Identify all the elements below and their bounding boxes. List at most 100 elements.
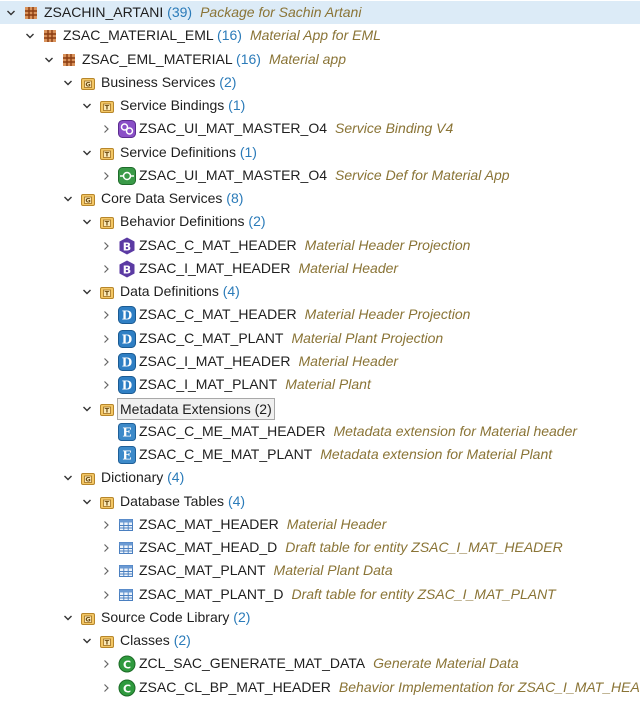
item-description: Service Binding V4 xyxy=(335,120,454,137)
tree-item-label[interactable]: Database Tables (4) xyxy=(120,490,245,513)
chevron-right-icon[interactable] xyxy=(99,676,113,699)
chevron-right-icon[interactable] xyxy=(99,257,113,280)
item-name: ZSAC_C_ME_MAT_PLANT xyxy=(139,446,313,463)
chevron-right-icon[interactable] xyxy=(99,583,113,606)
tree-item-label[interactable]: Behavior Definitions (2) xyxy=(120,210,266,233)
chevron-right-icon[interactable] xyxy=(99,559,113,582)
chevron-down-icon[interactable] xyxy=(23,24,37,47)
item-description: Material Plant xyxy=(285,376,371,393)
tree-item[interactable]: T Service Definitions (1) xyxy=(0,141,640,164)
chevron-right-icon[interactable] xyxy=(99,117,113,140)
chevron-right-icon[interactable] xyxy=(99,513,113,536)
chevron-down-icon[interactable] xyxy=(80,141,94,164)
chevron-down-icon[interactable] xyxy=(42,48,56,71)
chevron-right-icon[interactable] xyxy=(99,164,113,187)
tree-item[interactable]: ZSAC_UI_MAT_MASTER_O4 Service Binding V4 xyxy=(0,117,640,140)
tree-item-label[interactable]: Business Services (2) xyxy=(101,71,236,94)
chevron-down-icon[interactable] xyxy=(61,466,75,489)
tree-item-label[interactable]: Service Definitions (1) xyxy=(120,141,257,164)
chevron-down-icon[interactable] xyxy=(61,187,75,210)
tree-item-label[interactable]: Dictionary (4) xyxy=(101,466,184,489)
tree-item-label[interactable]: ZSACHIN_ARTANI (39)Package for Sachin Ar… xyxy=(44,1,361,24)
chevron-down-icon[interactable] xyxy=(61,606,75,629)
tree-item-label[interactable]: ZSAC_MATERIAL_EML (16)Material App for E… xyxy=(63,24,381,47)
tree-item-label[interactable]: Data Definitions (4) xyxy=(120,280,240,303)
svg-text:B: B xyxy=(123,263,131,276)
tree-item-label[interactable]: ZSAC_UI_MAT_MASTER_O4 Service Binding V4 xyxy=(139,117,453,140)
tree-item-label[interactable]: Source Code Library (2) xyxy=(101,606,250,629)
chevron-down-icon[interactable] xyxy=(80,210,94,233)
chevron-right-icon[interactable] xyxy=(99,373,113,396)
chevron-down-icon[interactable] xyxy=(80,397,94,420)
tree-item[interactable]: ZSACHIN_ARTANI (39)Package for Sachin Ar… xyxy=(0,1,640,25)
tree-item-label[interactable]: Metadata Extensions (2) xyxy=(117,397,275,420)
chevron-right-icon[interactable] xyxy=(99,350,113,373)
chevron-down-icon[interactable] xyxy=(80,280,94,303)
chevron-right-icon[interactable] xyxy=(99,303,113,326)
item-name: ZSAC_UI_MAT_MASTER_O4 xyxy=(139,120,328,137)
tree-item-label[interactable]: ZSAC_EML_MATERIAL (16)Material app xyxy=(82,48,346,71)
item-count: (2) xyxy=(254,400,272,417)
chevron-right-icon[interactable] xyxy=(99,652,113,675)
chevron-down-icon[interactable] xyxy=(4,1,18,24)
tree-item-label[interactable]: Service Bindings (1) xyxy=(120,94,245,117)
svg-text:D: D xyxy=(122,355,132,369)
item-count: (1) xyxy=(228,97,246,114)
chevron-right-icon[interactable] xyxy=(99,327,113,350)
item-description: Material Plant Projection xyxy=(291,329,444,346)
chevron-right-icon[interactable] xyxy=(99,536,113,559)
tree-item-label[interactable]: Core Data Services (8) xyxy=(101,187,243,210)
chevron-down-icon[interactable] xyxy=(80,490,94,513)
tree-item-label[interactable]: Classes (2) xyxy=(120,629,191,652)
chevron-down-icon[interactable] xyxy=(61,71,75,94)
item-name: ZCL_SAC_GENERATE_MAT_DATA xyxy=(139,655,366,672)
chevron-down-icon[interactable] xyxy=(80,629,94,652)
chevron-right-icon[interactable] xyxy=(99,234,113,257)
chevron-down-icon[interactable] xyxy=(80,94,94,117)
svg-text:E: E xyxy=(122,449,131,463)
svg-text:T: T xyxy=(105,150,110,158)
tree-item[interactable]: ZSAC_EML_MATERIAL (16)Material app xyxy=(0,48,640,71)
tree-item[interactable]: ZSAC_MATERIAL_EML (16)Material App for E… xyxy=(0,24,640,47)
